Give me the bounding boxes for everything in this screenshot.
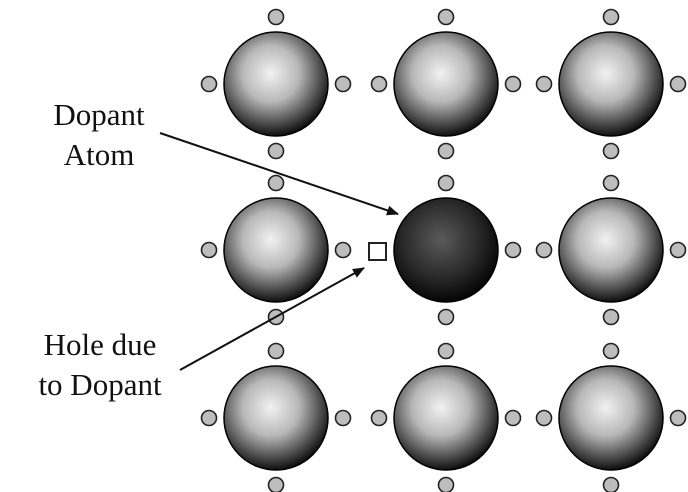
electron-top [437,342,455,360]
electron-top [602,342,620,360]
electron-right [504,409,522,427]
electron-right [504,75,522,93]
electron-top [267,174,285,192]
electron-left [370,409,388,427]
electron-top [437,8,455,26]
electron-top [602,8,620,26]
electron-left [535,241,553,259]
dopant-atom [393,197,499,303]
host-atom [223,365,329,471]
electron-bottom [437,476,455,492]
electron-bottom [602,476,620,492]
electron-bottom [437,142,455,160]
dopant-arrow [159,132,399,216]
host-atom [558,31,664,137]
electron-right [504,241,522,259]
electron-bottom [437,308,455,326]
dopant-atom-label: Dopant Atom [10,95,188,175]
hole-square [368,242,387,261]
dopant-label-line1: Dopant [53,97,145,132]
electron-top [267,342,285,360]
host-atom [558,197,664,303]
host-atom [223,197,329,303]
hole-label: Hole due to Dopant [0,325,200,405]
electron-bottom [267,476,285,492]
host-atom [393,31,499,137]
electron-bottom [267,142,285,160]
electron-bottom [602,308,620,326]
electron-left [200,241,218,259]
electron-right [334,75,352,93]
electron-bottom [602,142,620,160]
electron-top [267,8,285,26]
electron-left [535,409,553,427]
electron-top [437,174,455,192]
electron-right [334,241,352,259]
electron-left [370,75,388,93]
host-atom [558,365,664,471]
electron-left [200,75,218,93]
hole-arrow [179,267,365,371]
hole-label-line2: to Dopant [38,367,162,402]
dopant-label-line2: Atom [63,137,135,172]
host-atom [223,31,329,137]
electron-right [669,75,687,93]
lattice-grid [200,8,687,492]
hole-label-line1: Hole due [43,327,157,362]
electron-top [602,174,620,192]
electron-right [669,409,687,427]
electron-right [669,241,687,259]
electron-left [535,75,553,93]
host-atom [393,365,499,471]
electron-right [334,409,352,427]
electron-left [200,409,218,427]
